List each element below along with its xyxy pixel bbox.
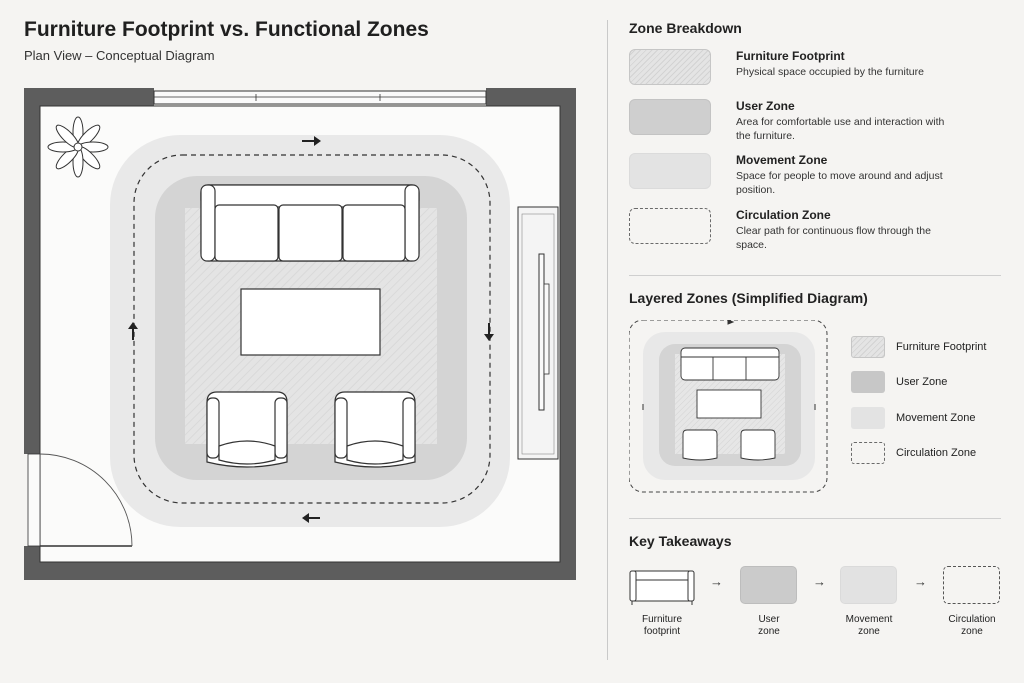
armchair-icon bbox=[682, 429, 776, 461]
takeaway-line: zone bbox=[858, 626, 880, 637]
door-icon bbox=[27, 453, 133, 547]
zone-desc: Physical space occupied by the furniture bbox=[736, 66, 924, 78]
zone-desc: Space for people to move around and adju… bbox=[736, 170, 943, 196]
takeaway-label: User zone bbox=[729, 614, 809, 638]
window-icon bbox=[153, 90, 487, 105]
legend-item: Furniture Footprint bbox=[851, 336, 1001, 360]
column-divider bbox=[607, 20, 608, 660]
layered-zones-diagram bbox=[629, 320, 828, 493]
zone-item: User Zone Area for comfortable use and i… bbox=[629, 99, 1001, 143]
sofa-icon bbox=[200, 184, 420, 262]
floor-plan bbox=[24, 88, 576, 580]
user-zone-swatch bbox=[740, 566, 797, 604]
takeaway-label: Furniture footprint bbox=[622, 614, 702, 638]
footprint-swatch bbox=[629, 49, 711, 85]
takeaway-label: Movement zone bbox=[829, 614, 909, 638]
legend-label: Circulation Zone bbox=[896, 447, 977, 459]
legend-label: Movement Zone bbox=[896, 412, 976, 424]
takeaway-line: Furniture bbox=[641, 614, 682, 625]
coffee-table-icon bbox=[240, 288, 381, 356]
arrow-icon: → bbox=[710, 574, 723, 589]
zone-name: Circulation Zone bbox=[736, 208, 831, 222]
takeaway-line: zone bbox=[758, 626, 780, 637]
movement-zone-swatch bbox=[629, 153, 711, 189]
movement-zone-swatch bbox=[840, 566, 897, 604]
key-takeaways-title: Key Takeaways bbox=[629, 533, 732, 549]
zone-desc: Clear path for continuous flow through t… bbox=[736, 225, 931, 251]
arrow-icon: → bbox=[813, 574, 826, 589]
legend-item: Movement Zone bbox=[851, 407, 1001, 431]
zone-item: Circulation Zone Clear path for continuo… bbox=[629, 208, 1001, 252]
section-divider bbox=[629, 275, 1001, 276]
arrow-icon bbox=[128, 136, 494, 523]
zone-name: Furniture Footprint bbox=[736, 49, 845, 63]
arrow-icon: → bbox=[914, 574, 927, 589]
user-zone-swatch bbox=[851, 371, 885, 393]
circulation-zone-swatch bbox=[943, 566, 1000, 604]
layered-zones-title: Layered Zones (Simplified Diagram) bbox=[629, 290, 868, 306]
sofa-icon bbox=[629, 570, 695, 605]
takeaway-line: User bbox=[758, 614, 780, 625]
zone-item: Furniture Footprint Physical space occup… bbox=[629, 49, 1001, 93]
zone-name: Movement Zone bbox=[736, 153, 828, 167]
armchair-icon bbox=[206, 391, 288, 468]
armchair-icon bbox=[334, 391, 416, 468]
coffee-table-icon bbox=[696, 389, 762, 419]
plant-icon bbox=[47, 116, 109, 178]
tv-console-icon bbox=[517, 206, 559, 460]
takeaway-line: footprint bbox=[643, 626, 681, 637]
takeaway-line: Movement bbox=[845, 614, 893, 625]
footprint-swatch bbox=[851, 336, 885, 358]
room-walls bbox=[24, 88, 576, 580]
user-zone-swatch bbox=[629, 99, 711, 135]
circulation-zone-swatch bbox=[851, 442, 885, 464]
legend-label: Furniture Footprint bbox=[896, 341, 987, 353]
zone-name: User Zone bbox=[736, 99, 795, 113]
section-divider bbox=[629, 518, 1001, 519]
legend-item: Circulation Zone bbox=[851, 442, 1001, 466]
sofa-icon bbox=[680, 347, 780, 381]
circulation-zone-swatch bbox=[629, 208, 711, 244]
arrow-icon bbox=[642, 320, 816, 410]
movement-zone-swatch bbox=[851, 407, 885, 429]
zone-desc: Area for comfortable use and interaction… bbox=[736, 116, 945, 142]
zone-item: Movement Zone Space for people to move a… bbox=[629, 153, 1001, 197]
page-title: Furniture Footprint vs. Functional Zones bbox=[24, 18, 429, 41]
takeaway-line: Circulation bbox=[948, 614, 996, 625]
zone-breakdown-title: Zone Breakdown bbox=[629, 20, 742, 36]
takeaway-label: Circulation zone bbox=[932, 614, 1012, 638]
page-subtitle: Plan View – Conceptual Diagram bbox=[24, 48, 215, 63]
legend-label: User Zone bbox=[896, 376, 948, 388]
legend-item: User Zone bbox=[851, 371, 1001, 395]
takeaway-line: zone bbox=[961, 626, 983, 637]
right-panel: Zone Breakdown Furniture Footprint Physi… bbox=[629, 0, 1004, 683]
